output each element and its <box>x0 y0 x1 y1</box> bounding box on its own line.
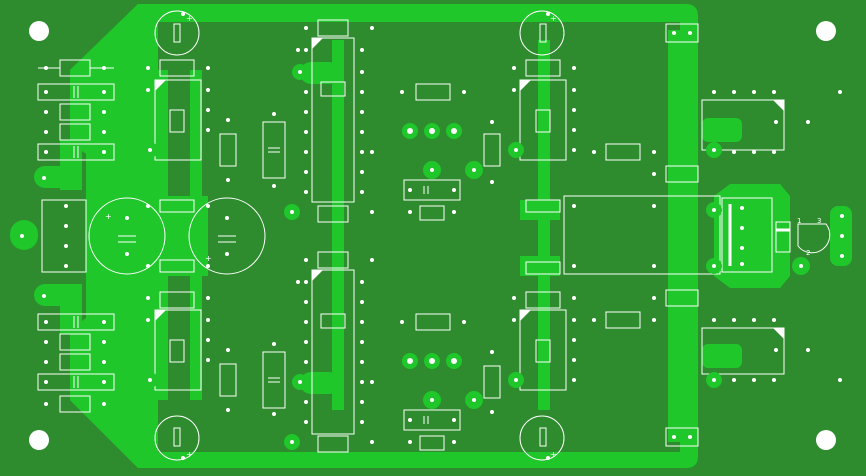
power-connector-outline <box>41 199 87 273</box>
right-lower-pad <box>702 344 742 368</box>
far-right-bus-trace <box>668 30 682 442</box>
mid-right-pad-bottom <box>520 256 560 276</box>
top-left-diagonal-trace <box>70 4 150 76</box>
cap-top-left <box>154 10 200 56</box>
cap-plus-label: + <box>550 14 557 23</box>
resistor-r18 <box>419 435 445 451</box>
resistor-r2 <box>59 103 91 121</box>
resistor-r11 <box>317 19 349 37</box>
cap-c8 <box>403 409 461 431</box>
transistor-q4 <box>519 309 567 391</box>
resistor-r17 <box>419 205 445 221</box>
diode-d1 <box>775 221 791 253</box>
cap-c3 <box>37 313 115 331</box>
resistor-r24 <box>605 311 641 329</box>
resistor-r6 <box>59 395 91 413</box>
component-detail-lines <box>38 67 790 424</box>
cap-c5 <box>262 121 286 179</box>
left-upper-stem <box>60 140 82 190</box>
resistor-r4 <box>59 333 91 351</box>
cap-plus-label: + <box>105 212 112 221</box>
transistor-q2 <box>154 309 202 391</box>
resistor-r16 <box>415 313 451 331</box>
cap-plus-label: + <box>186 14 193 23</box>
resistor-r23 <box>605 143 641 161</box>
resistor-r12 <box>317 205 349 223</box>
package-markings <box>169 23 551 447</box>
silk-labels: + + + + + + 1 3 2 <box>105 14 821 459</box>
regulator-pin3-label: 3 <box>817 217 821 225</box>
transistor-q3 <box>519 79 567 161</box>
drill-holes <box>20 12 844 460</box>
silkscreen-layer <box>37 10 831 461</box>
mounting-holes <box>29 21 836 450</box>
resistor-r25 <box>665 165 699 183</box>
resistor-r3 <box>59 123 91 141</box>
resistor-r22 <box>525 291 561 309</box>
regulator-pin2-label: 2 <box>806 249 810 257</box>
link-j4 <box>525 261 561 275</box>
transformer-t1 <box>701 99 785 151</box>
link-j3 <box>525 199 561 213</box>
resistor-r15 <box>415 83 451 101</box>
resistor-r14 <box>317 435 349 453</box>
resistor-r7 <box>159 59 195 77</box>
resistor-r10 <box>219 363 237 397</box>
cap-bottom-left <box>154 415 200 461</box>
ic-u1 <box>311 37 355 203</box>
center-bus-trace <box>332 40 344 410</box>
resistor-r8 <box>159 291 195 309</box>
mounting-hole-bottom-right <box>816 430 836 450</box>
ic-pin-trace-top <box>300 62 340 84</box>
cap-top-right <box>519 10 565 56</box>
mounting-hole-top-right <box>816 21 836 41</box>
cap-plus-label: + <box>186 450 193 459</box>
cap-c6 <box>262 351 286 409</box>
output-connector <box>721 197 773 273</box>
cap-c1 <box>37 83 115 101</box>
mounting-hole-top-left <box>29 21 49 41</box>
transistor-q1 <box>154 79 202 161</box>
cap-c2 <box>37 143 115 161</box>
resistor-r13 <box>317 251 349 269</box>
mid-right-pad-top <box>520 200 560 220</box>
filter-cap-right <box>188 197 266 275</box>
header-top <box>665 23 699 43</box>
resistor-r20 <box>483 365 501 399</box>
resistor-r21 <box>525 59 561 77</box>
cap-plus-label: + <box>205 254 212 263</box>
resistor-r5 <box>59 353 91 371</box>
resistor-r19 <box>483 133 501 167</box>
link-j2 <box>159 259 195 273</box>
cap-bottom-right <box>519 415 565 461</box>
ic-pin-trace-bottom <box>300 372 340 394</box>
regulator-pin1-label: 1 <box>797 217 801 225</box>
regulator-u3 <box>797 223 831 254</box>
cap-c7 <box>403 179 461 201</box>
pin1-markers <box>155 38 784 339</box>
header-bottom <box>665 427 699 447</box>
cap-c4 <box>37 373 115 391</box>
right-upper-pad <box>702 118 742 142</box>
ground-frame-trace <box>70 4 698 468</box>
filter-cap-left <box>88 197 166 275</box>
right-bus-trace <box>538 40 550 410</box>
mounting-hole-bottom-left <box>29 430 49 450</box>
relay-k1 <box>563 195 721 275</box>
resistor-r9 <box>219 133 237 167</box>
transformer-t2 <box>701 327 785 375</box>
right-heatsink-pad <box>714 184 790 288</box>
link-j1 <box>159 199 195 213</box>
cap-plus-label: + <box>550 450 557 459</box>
resistor-r26 <box>665 289 699 307</box>
left-lower-stem <box>60 284 82 334</box>
ic-u2 <box>311 269 355 435</box>
